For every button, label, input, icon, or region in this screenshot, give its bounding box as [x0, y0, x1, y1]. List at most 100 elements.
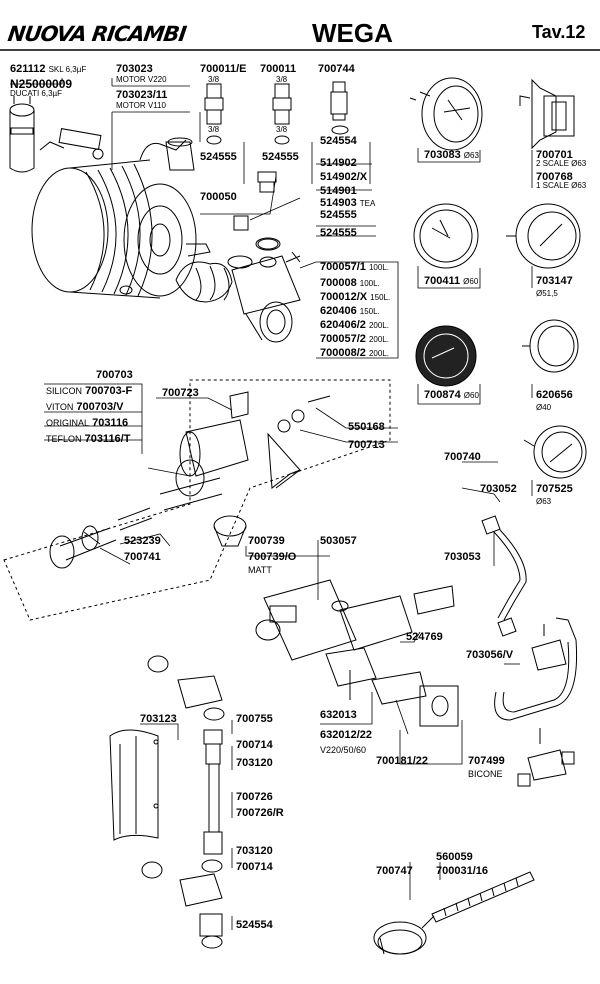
gauge-703147: [506, 203, 581, 269]
part-note: 2 SCALE Ø63: [536, 159, 587, 168]
part-label: 700181/22: [376, 755, 428, 767]
part-label: 524769: [406, 631, 443, 643]
gauge-703083: [409, 77, 483, 151]
valve-700703: [49, 391, 331, 569]
page-title: WEGA: [312, 18, 393, 48]
part-label: N25000009: [10, 77, 73, 91]
tee-707499: [517, 728, 575, 787]
part-label: 700411 Ø60: [424, 275, 479, 287]
part-label: 700011/E: [200, 63, 247, 75]
part-label: 700740: [444, 451, 481, 463]
tube-700726: [141, 655, 225, 949]
pump-variant: 700057/2 200L.: [320, 333, 389, 345]
part-label: 503057: [320, 535, 357, 547]
part-label: 707499: [468, 755, 505, 767]
part-label: 632013: [320, 709, 357, 721]
clamp-700747: [373, 915, 435, 955]
part-label: 700726/R: [236, 807, 284, 819]
part-label: 524555: [262, 151, 299, 163]
part-label: 550168: [348, 421, 385, 433]
part-note: Ø63: [536, 497, 552, 506]
thread-note: 3/8: [276, 75, 288, 84]
part-label: 560059: [436, 851, 473, 863]
pipe-703053: [481, 515, 527, 637]
part-note: MOTOR V110: [116, 101, 166, 110]
thread-note: 3/8: [208, 75, 220, 84]
hose-560059: [431, 871, 535, 923]
capacitor-drawing: [9, 96, 35, 173]
part-label: 700031/16: [436, 865, 488, 877]
part-label: 700701: [536, 149, 573, 161]
pump-drawing: [175, 237, 301, 343]
table-number: Tav.12: [532, 22, 586, 42]
part-label: 700741: [124, 551, 161, 563]
part-label: 620656: [536, 389, 573, 401]
part-label: 514902/X: [320, 171, 368, 183]
part-note: DUCATI 6,3µF: [10, 89, 63, 98]
part-label: 703147: [536, 275, 573, 287]
part-label: 700739/O: [248, 551, 297, 563]
part-label: 700768: [536, 171, 573, 183]
part-label: 514902: [320, 157, 357, 169]
part-note: Ø51,5: [536, 289, 558, 298]
part-label: 703053: [444, 551, 481, 563]
part-note: MATT: [248, 565, 272, 575]
part-label: 703023/11: [116, 89, 168, 101]
part-note: Ø40: [536, 403, 552, 412]
part-note: V220/50/60: [320, 745, 367, 755]
valve-block-503057: [255, 579, 459, 727]
part-note: 1 SCALE Ø63: [536, 181, 587, 190]
kit-700703-outline: [3, 379, 391, 621]
part-label: 700714: [236, 739, 273, 751]
leader-lines: [10, 78, 533, 930]
pump-variant: 620406 150L.: [320, 305, 380, 317]
part-label: 703083 Ø63: [424, 149, 479, 161]
thread-note: 3/8: [208, 125, 220, 134]
part-label: 524555: [320, 209, 357, 221]
part-label: 700747: [376, 865, 413, 877]
gauge-700411: [413, 203, 479, 269]
thread-note: 3/8: [276, 125, 288, 134]
motor-drawing: [31, 128, 211, 299]
pump-variant: 620406/2 200L.: [320, 319, 389, 331]
pump-variant: 700008/2 200L.: [320, 347, 389, 359]
part-label: 700755: [236, 713, 273, 725]
part-label: 703120: [236, 757, 273, 769]
part-label: 700723: [162, 387, 199, 399]
part-label: 524555: [320, 227, 357, 239]
valve-700744: [330, 81, 349, 135]
fitting-700011E: [204, 83, 224, 145]
part-label: 514901: [320, 185, 357, 197]
part-label: SILICON 700703-F: [46, 385, 133, 397]
part-label: 703056/V: [466, 649, 514, 661]
tee-703056V: [494, 617, 578, 721]
part-label: 703120: [236, 845, 273, 857]
part-label: 703123: [140, 713, 177, 725]
part-label: 700713: [348, 439, 385, 451]
part-label: 700726: [236, 791, 273, 803]
shield-703123: [109, 729, 159, 841]
part-label: 703052: [480, 483, 517, 495]
gauge-620656: [522, 319, 579, 373]
part-label: 700744: [318, 63, 355, 75]
part-note: MOTOR V220: [116, 75, 167, 84]
part-label: 700874 Ø60: [424, 389, 479, 401]
pump-variant: 700008 100L.: [320, 277, 380, 289]
part-label: 524555: [200, 151, 237, 163]
part-label: 523239: [124, 535, 161, 547]
fitting-700011: [272, 83, 292, 145]
part-label: 700739: [248, 535, 285, 547]
part-label: ORIGINAL 703116: [46, 417, 129, 429]
part-label: 632012/22: [320, 729, 372, 741]
part-label: 700714: [236, 861, 273, 873]
pump-variant: 700057/1 100L.: [320, 261, 389, 273]
part-label: 703023: [116, 63, 153, 75]
pump-variant: 700012/X 150L.: [320, 291, 391, 303]
part-label: 700050: [200, 191, 237, 203]
part-label: VITON 700703/V: [46, 401, 124, 413]
gauge-707525: [523, 425, 587, 479]
part-label: 707525: [536, 483, 573, 495]
part-label: 514903 TEA: [320, 197, 376, 209]
part-label: 700011: [260, 63, 297, 75]
